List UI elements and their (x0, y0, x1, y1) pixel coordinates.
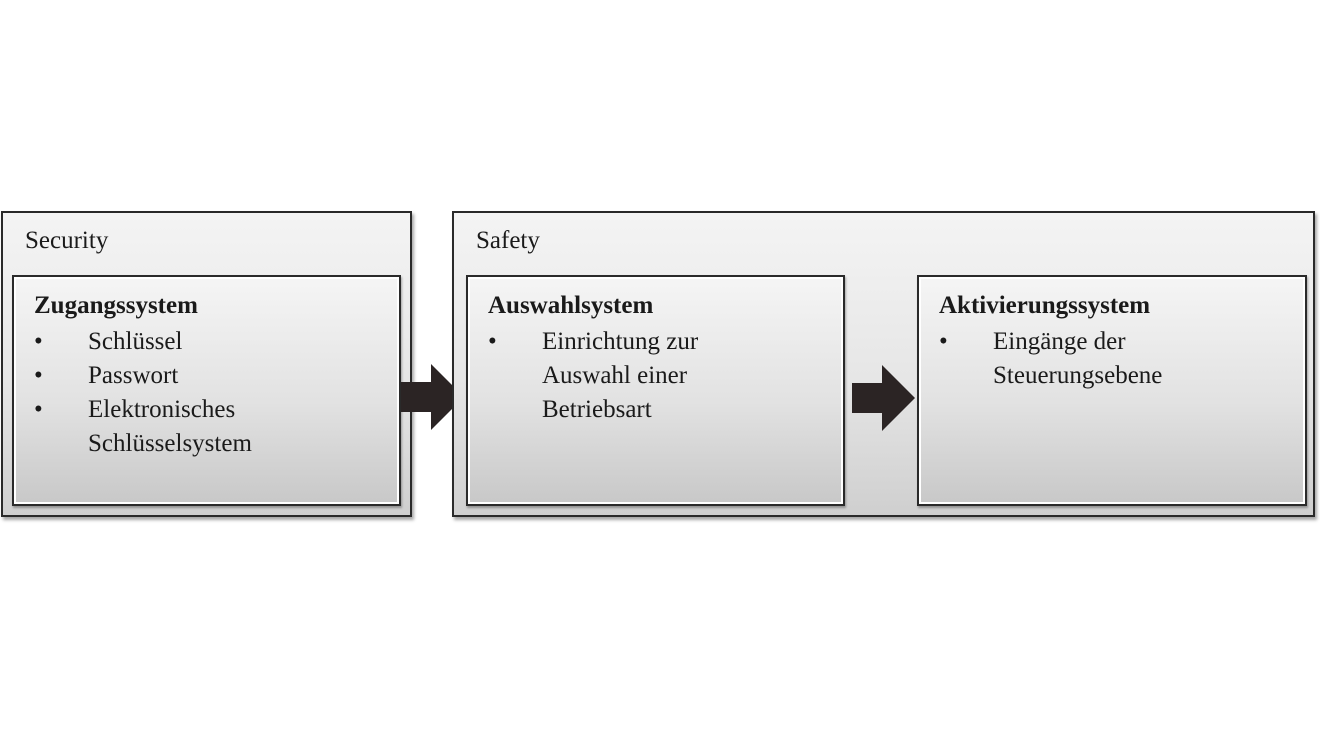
list-item: • Schlüssel (34, 325, 348, 359)
list-item: • Passwort (34, 359, 348, 393)
arrow-right-icon (401, 364, 464, 430)
bullet-icon: • (34, 362, 43, 389)
list-item: • Einrichtung zur Auswahl einer Betriebs… (488, 325, 742, 427)
list-item-text: Schlüssel (88, 328, 183, 355)
list-item-text: Passwort (88, 362, 179, 389)
zugangssystem-items: • Schlüssel • Passwort • Elektronisches … (34, 325, 348, 461)
bullet-icon: • (939, 328, 948, 355)
auswahlsystem-title: Auswahlsystem (488, 292, 654, 319)
auswahlsystem-items: • Einrichtung zur Auswahl einer Betriebs… (488, 325, 742, 427)
aktivierungssystem-box: Aktivierungssystem • Eingänge der Steuer… (917, 275, 1307, 506)
arrow-right-icon (852, 365, 915, 431)
auswahlsystem-box: Auswahlsystem • Einrichtung zur Auswahl … (466, 275, 845, 506)
aktivierungssystem-items: • Eingänge der Steuerungsebene (939, 325, 1253, 393)
zugangssystem-box: Zugangssystem • Schlüssel • Passwort • E… (12, 275, 401, 506)
safety-group: Safety Auswahlsystem • Einrichtung zur A… (452, 211, 1315, 517)
safety-group-title: Safety (476, 227, 540, 254)
bullet-icon: • (488, 328, 497, 355)
zugangssystem-title: Zugangssystem (34, 292, 198, 319)
bullet-icon: • (34, 328, 43, 355)
list-item-text: Eingänge der Steuerungsebene (993, 328, 1163, 389)
security-group-title: Security (25, 227, 109, 254)
list-item-text: Elektronisches Schlüsselsystem (88, 396, 252, 457)
list-item: • Eingänge der Steuerungsebene (939, 325, 1253, 393)
list-item-text: Einrichtung zur Auswahl einer Betriebsar… (542, 328, 699, 423)
aktivierungssystem-title: Aktivierungssystem (939, 292, 1151, 319)
list-item: • Elektronisches Schlüsselsystem (34, 393, 278, 461)
security-group: Security Zugangssystem • Schlüssel • Pas… (1, 211, 412, 517)
bullet-icon: • (34, 396, 43, 423)
